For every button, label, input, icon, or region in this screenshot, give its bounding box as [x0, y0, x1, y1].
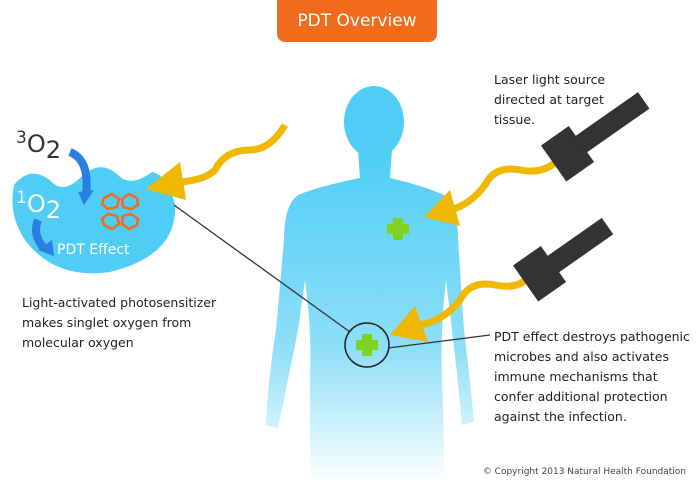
pdt-effect-caption: PDT effect destroys pathogenic microbes … — [494, 327, 690, 427]
singlet-oxygen-label: 1O2 — [16, 188, 61, 224]
triplet-subscript: 2 — [45, 136, 61, 164]
beam-bottom — [419, 272, 533, 329]
caption-line: confer additional protection — [494, 389, 668, 404]
caption-line: molecular oxygen — [22, 335, 134, 350]
laser-caption: Laser light source directed at target ti… — [494, 70, 605, 130]
infection-site-abdomen-icon — [356, 334, 378, 356]
triplet-element: O — [26, 130, 46, 158]
leader-line-left — [173, 204, 351, 333]
singlet-element: O — [26, 190, 46, 218]
arrow-1o2-to-effect-icon — [32, 218, 48, 251]
singlet-subscript: 2 — [45, 196, 61, 224]
caption-line: tissue. — [494, 112, 535, 127]
beam-top — [449, 155, 563, 214]
caption-line: makes singlet oxygen from — [22, 315, 192, 330]
copyright-notice: © Copyright 2013 Natural Health Foundati… — [482, 467, 686, 477]
arrow-3o2-to-1o2-icon — [68, 148, 91, 196]
leader-line-right — [387, 334, 491, 349]
singlet-prefix: 1 — [16, 188, 27, 208]
caption-line: against the infection. — [494, 409, 627, 424]
infection-site-shoulder-icon — [387, 218, 409, 240]
infection-site-highlight-circle — [344, 322, 390, 368]
photosensitizer-caption: Light-activated photosensitizer makes si… — [22, 293, 216, 353]
pdt-effect-label: PDT Effect — [57, 242, 130, 258]
caption-line: Laser light source — [494, 72, 606, 87]
caption-line: Light-activated photosensitizer — [22, 295, 217, 310]
page-title: PDT Overview — [277, 0, 437, 42]
beam-arrowhead-top — [424, 190, 460, 226]
laser-device-top-icon — [540, 92, 650, 182]
beam-left — [179, 123, 289, 186]
caption-line: microbes and also activates — [494, 349, 669, 364]
beam-arrowhead-bottom — [390, 306, 428, 342]
laser-device-bottom-icon — [512, 217, 614, 302]
triplet-prefix: 3 — [16, 128, 27, 148]
caption-line: PDT effect destroys pathogenic — [494, 329, 690, 344]
photosensitizer-molecule-icon — [100, 192, 140, 231]
light-beams — [179, 123, 563, 329]
photosensitizer-blob — [12, 167, 176, 274]
caption-line: directed at target — [494, 92, 604, 107]
beam-arrowhead-left — [146, 162, 186, 200]
human-silhouette — [266, 86, 474, 483]
caption-line: immune mechanisms that — [494, 369, 658, 384]
triplet-oxygen-label: 3O2 — [16, 128, 61, 164]
